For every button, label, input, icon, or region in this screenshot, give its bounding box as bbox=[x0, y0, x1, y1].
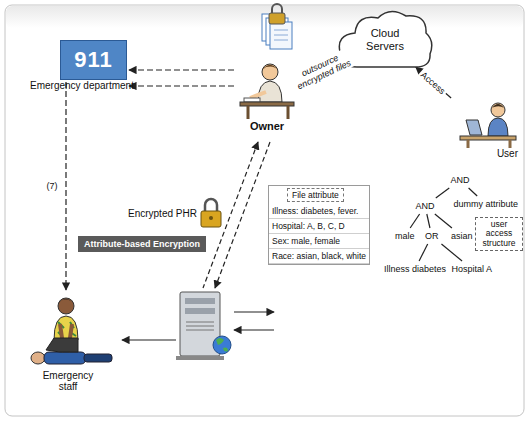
edge-label: outsource encrypted files bbox=[286, 46, 356, 93]
node-text: Cloud Servers bbox=[359, 27, 411, 52]
connector bbox=[129, 69, 234, 70]
connector bbox=[129, 85, 234, 86]
tree-leaf: Illness diabetes bbox=[382, 263, 448, 275]
node-text: Illness diabetes bbox=[382, 263, 448, 275]
edge-label: Access bbox=[418, 68, 449, 97]
connector bbox=[436, 188, 449, 198]
tree-leaf: male bbox=[393, 230, 417, 242]
tree-gate: AND bbox=[414, 200, 437, 212]
node-text: AND bbox=[449, 174, 472, 186]
node-heading: Emergency department bbox=[30, 80, 134, 91]
connector bbox=[441, 244, 462, 261]
server-icon bbox=[176, 292, 231, 360]
connector bbox=[416, 67, 451, 98]
caption-label: Encrypted PHR bbox=[128, 208, 197, 219]
number-box: 911 bbox=[60, 40, 127, 80]
node-text: Illness: diabetes, fever. bbox=[269, 204, 369, 219]
attribute-table: File attributeIllness: diabetes, fever.H… bbox=[268, 185, 370, 265]
structure-box: user access structure bbox=[475, 217, 523, 251]
node-text: Sex: male, female bbox=[269, 234, 369, 249]
node-text: Attribute-based Encryption bbox=[84, 239, 200, 249]
connector bbox=[410, 214, 419, 228]
node-text: user access structure bbox=[477, 220, 521, 248]
tree-gate: AND bbox=[449, 174, 472, 186]
node-text: Hospital: A, B, C, D bbox=[269, 219, 369, 234]
connector bbox=[469, 188, 478, 196]
tree-leaf: dummy attribute bbox=[452, 198, 521, 210]
node-text: Emergency staff bbox=[37, 370, 99, 392]
encrypted-files-icon bbox=[262, 4, 292, 49]
node-text: male bbox=[393, 230, 417, 242]
department-box: 911Emergency department bbox=[30, 40, 134, 95]
staff-figure: Emergency staff bbox=[20, 292, 116, 392]
staff-icon bbox=[20, 292, 116, 370]
encryption-bar: Attribute-based Encryption bbox=[78, 236, 206, 252]
tree-leaf: asian bbox=[449, 230, 475, 242]
node-text: AND bbox=[414, 200, 437, 212]
edge-label: (7) bbox=[45, 181, 60, 191]
node-text: asian bbox=[449, 230, 475, 242]
node-text: Owner bbox=[236, 120, 298, 132]
node-text: User bbox=[452, 148, 522, 159]
node-text: 911 bbox=[74, 47, 113, 73]
connector bbox=[419, 244, 428, 261]
node-heading: File attribute bbox=[287, 188, 344, 202]
padlock-icon bbox=[201, 199, 221, 227]
connector bbox=[435, 214, 452, 228]
node-text: OR bbox=[423, 230, 441, 242]
frame bbox=[5, 5, 524, 416]
node-text: dummy attribute bbox=[452, 198, 521, 210]
owner-figure: Owner bbox=[236, 58, 298, 132]
tree-gate: OR bbox=[423, 230, 441, 242]
node-text: Race: asian, black, white bbox=[269, 249, 369, 264]
connector bbox=[427, 214, 430, 228]
tree-leaf: Hospital A bbox=[450, 263, 495, 275]
owner-icon bbox=[236, 58, 298, 120]
connector bbox=[65, 82, 66, 290]
node-text: Hospital A bbox=[450, 263, 495, 275]
user-icon bbox=[452, 100, 522, 148]
user-figure: User bbox=[452, 100, 522, 159]
